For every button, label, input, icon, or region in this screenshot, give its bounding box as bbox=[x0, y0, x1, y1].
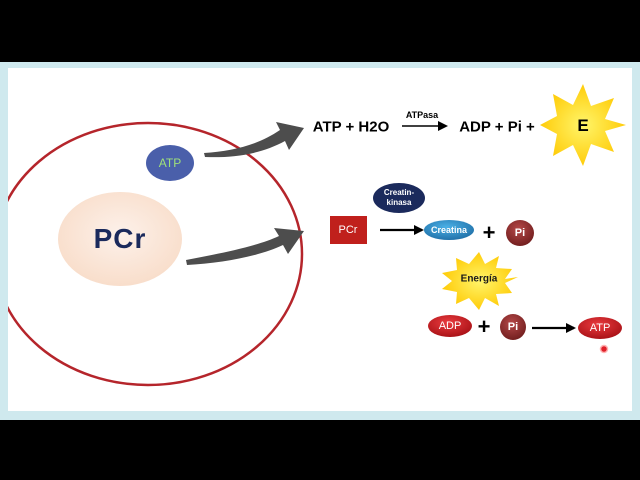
creatina-badge bbox=[424, 220, 474, 240]
pi-label: Pi bbox=[514, 227, 526, 239]
creatina-label: Creatina bbox=[430, 225, 468, 235]
pcr-box bbox=[330, 216, 367, 244]
star-burst-icon bbox=[540, 84, 626, 166]
creatin-kinasa-line2: kinasa bbox=[386, 198, 412, 207]
atp-label: ATP bbox=[158, 156, 182, 170]
atp-badge bbox=[146, 145, 194, 181]
pcr-box-label: PCr bbox=[338, 224, 358, 236]
pi-circle bbox=[500, 314, 526, 340]
pcr-label: PCr bbox=[93, 223, 147, 254]
adp-badge bbox=[428, 315, 472, 337]
adp-label: ADP bbox=[438, 320, 462, 332]
atpase-products: ADP + Pi + bbox=[459, 118, 535, 136]
creatin-kinasa-line1: Creatin- bbox=[383, 188, 415, 197]
curved-arrow-icon bbox=[204, 122, 304, 158]
pcr-circle bbox=[58, 192, 182, 286]
diagram-canvas bbox=[8, 84, 626, 387]
energy-e-label: E bbox=[577, 116, 589, 135]
cursor-ring-icon bbox=[599, 344, 609, 354]
creatin-kinasa-label: Creatin- kinasa bbox=[384, 188, 414, 208]
atp-result-label: ATP bbox=[589, 322, 611, 334]
curved-arrow-icon bbox=[186, 228, 304, 265]
plus-sign: + bbox=[482, 220, 496, 245]
star-burst-icon bbox=[442, 252, 518, 310]
energia-label: Energía bbox=[460, 273, 498, 285]
atpase-enzyme-label: ATPasa bbox=[405, 110, 439, 120]
pi-circle bbox=[506, 220, 534, 246]
creatin-kinasa-badge bbox=[373, 183, 425, 213]
atp-result-badge bbox=[578, 317, 622, 339]
atpase-reactants: ATP + H2O bbox=[312, 118, 390, 136]
slide: ATP PCr ATP + H2O ATPasa ADP + Pi + E PC… bbox=[8, 68, 632, 411]
cell-outline bbox=[8, 121, 304, 387]
pi-label: Pi bbox=[507, 321, 519, 333]
plus-sign: + bbox=[477, 314, 491, 339]
